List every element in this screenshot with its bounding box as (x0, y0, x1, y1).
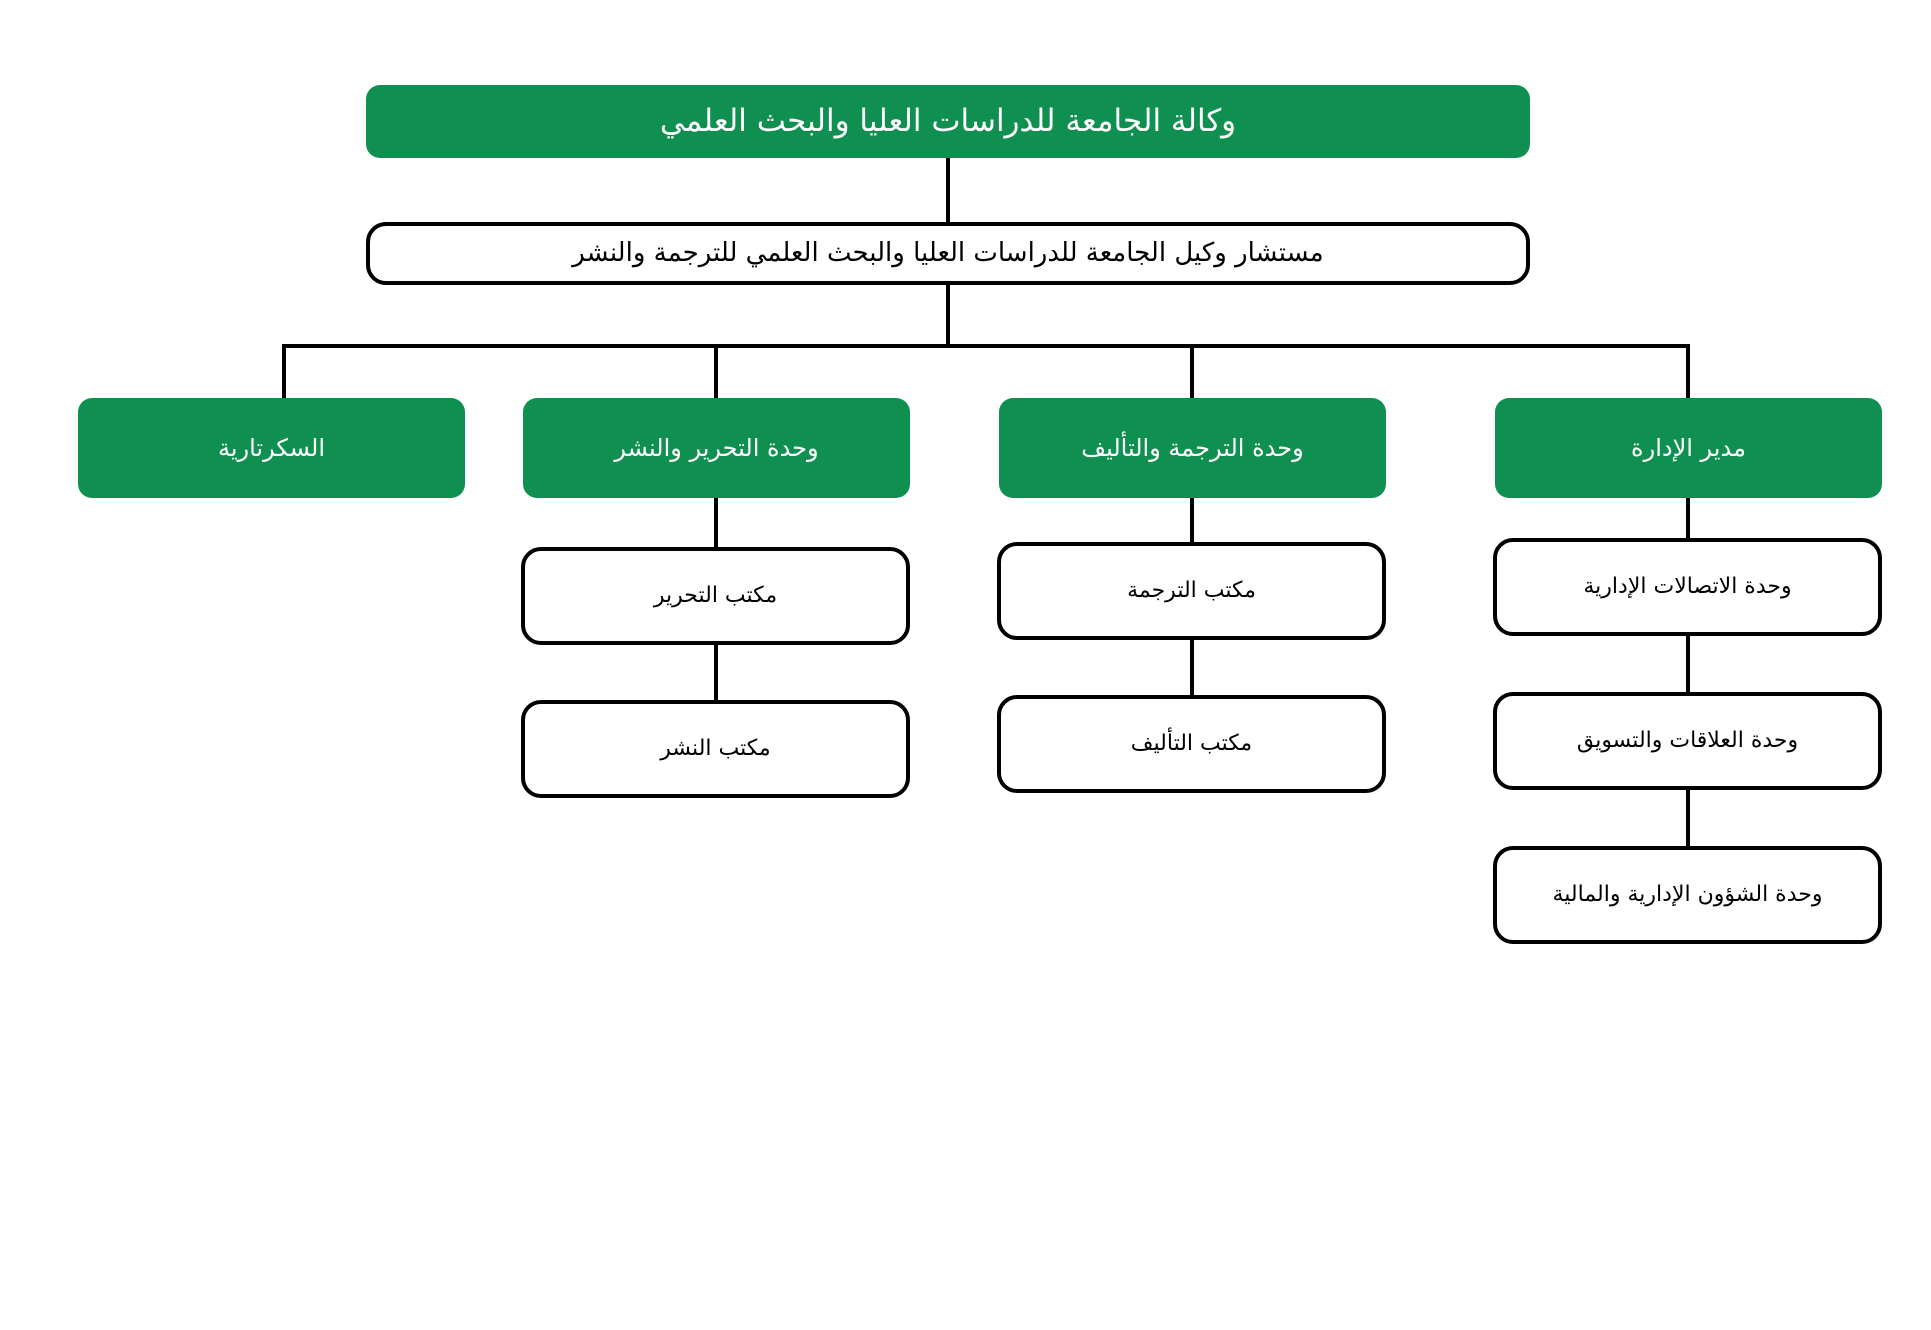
connector-editing-to-child-1 (714, 498, 718, 547)
node-unit-admin-communications-label: وحدة الاتصالات الإدارية (1583, 574, 1792, 600)
node-root[interactable]: وكالة الجامعة للدراسات العليا والبحث الع… (366, 85, 1530, 158)
connector-editing-to-child-2 (714, 645, 718, 700)
connector-root-to-advisor (946, 158, 950, 222)
node-branch-editing-publishing[interactable]: وحدة التحرير والنشر (523, 398, 910, 498)
node-branch-secretariat-label: السكرتارية (217, 434, 325, 462)
node-office-authoring[interactable]: مكتب التأليف (997, 695, 1386, 793)
node-office-editing-label: مكتب التحرير (653, 583, 778, 609)
node-branch-administration-manager[interactable]: مدير الإدارة (1495, 398, 1882, 498)
node-office-publishing-label: مكتب النشر (660, 736, 771, 762)
node-branch-editing-publishing-label: وحدة التحرير والنشر (614, 434, 819, 462)
node-branch-translation-authoring[interactable]: وحدة الترجمة والتأليف (999, 398, 1386, 498)
node-unit-admin-financial-affairs[interactable]: وحدة الشؤون الإدارية والمالية (1493, 846, 1882, 944)
connector-admin-to-child-3 (1686, 790, 1690, 846)
node-advisor-label: مستشار وكيل الجامعة للدراسات العليا والب… (572, 238, 1324, 269)
node-office-publishing[interactable]: مكتب النشر (521, 700, 910, 798)
connector-bus-drop-1 (282, 344, 286, 400)
node-unit-relations-marketing-label: وحدة العلاقات والتسويق (1576, 728, 1799, 754)
node-office-translation[interactable]: مكتب الترجمة (997, 542, 1386, 640)
node-office-translation-label: مكتب الترجمة (1127, 578, 1256, 604)
connector-translation-to-child-1 (1190, 498, 1194, 542)
node-office-authoring-label: مكتب التأليف (1130, 731, 1253, 757)
connector-bus-drop-3 (1190, 344, 1194, 400)
connector-horizontal-bus (282, 344, 1690, 348)
node-branch-secretariat[interactable]: السكرتارية (78, 398, 465, 498)
connector-admin-to-child-1 (1686, 498, 1690, 538)
node-advisor[interactable]: مستشار وكيل الجامعة للدراسات العليا والب… (366, 222, 1530, 285)
node-branch-administration-manager-label: مدير الإدارة (1631, 434, 1746, 462)
node-branch-translation-authoring-label: وحدة الترجمة والتأليف (1081, 434, 1304, 462)
node-unit-relations-marketing[interactable]: وحدة العلاقات والتسويق (1493, 692, 1882, 790)
connector-bus-drop-2 (714, 344, 718, 400)
node-unit-admin-financial-affairs-label: وحدة الشؤون الإدارية والمالية (1552, 882, 1823, 908)
connector-admin-to-child-2 (1686, 636, 1690, 692)
node-unit-admin-communications[interactable]: وحدة الاتصالات الإدارية (1493, 538, 1882, 636)
node-office-editing[interactable]: مكتب التحرير (521, 547, 910, 645)
node-root-label: وكالة الجامعة للدراسات العليا والبحث الع… (659, 103, 1237, 140)
connector-translation-to-child-2 (1190, 640, 1194, 695)
connector-bus-drop-4 (1686, 344, 1690, 400)
connector-advisor-to-bus (946, 285, 950, 348)
